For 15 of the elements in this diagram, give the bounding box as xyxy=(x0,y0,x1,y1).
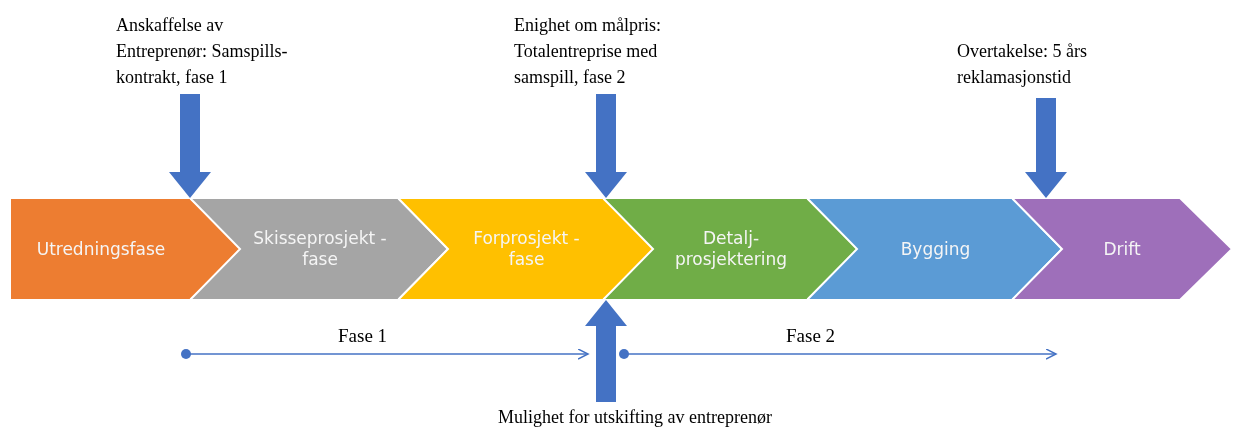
phase-span-label: Fase 1 xyxy=(338,324,388,348)
milestone-text: Anskaffelse av Entreprenør: Samspills- kontrakt, fase 1 xyxy=(116,14,289,89)
phase-label: Skisseprosjekt - fase xyxy=(252,228,388,270)
phase-label: Drift xyxy=(1103,238,1141,260)
phase-label: Utredningsfase xyxy=(36,238,166,260)
milestone-text: Overtakelse: 5 års reklamasjonstid xyxy=(957,40,1088,89)
phase-span-label: Fase 2 xyxy=(786,324,836,348)
phase-label: Bygging xyxy=(900,238,971,260)
milestone-text: Enighet om målpris: Totalentreprise med samspill, fase 2 xyxy=(514,14,662,89)
phase-label: Forprosjekt - fase xyxy=(472,228,581,270)
milestone-text: Mulighet for utskifting av entreprenør xyxy=(497,406,773,429)
block-arrow xyxy=(1025,98,1067,198)
block-arrow xyxy=(169,94,211,198)
phase-label: Detalj- prosjektering xyxy=(673,228,789,270)
block-arrow xyxy=(585,94,627,198)
